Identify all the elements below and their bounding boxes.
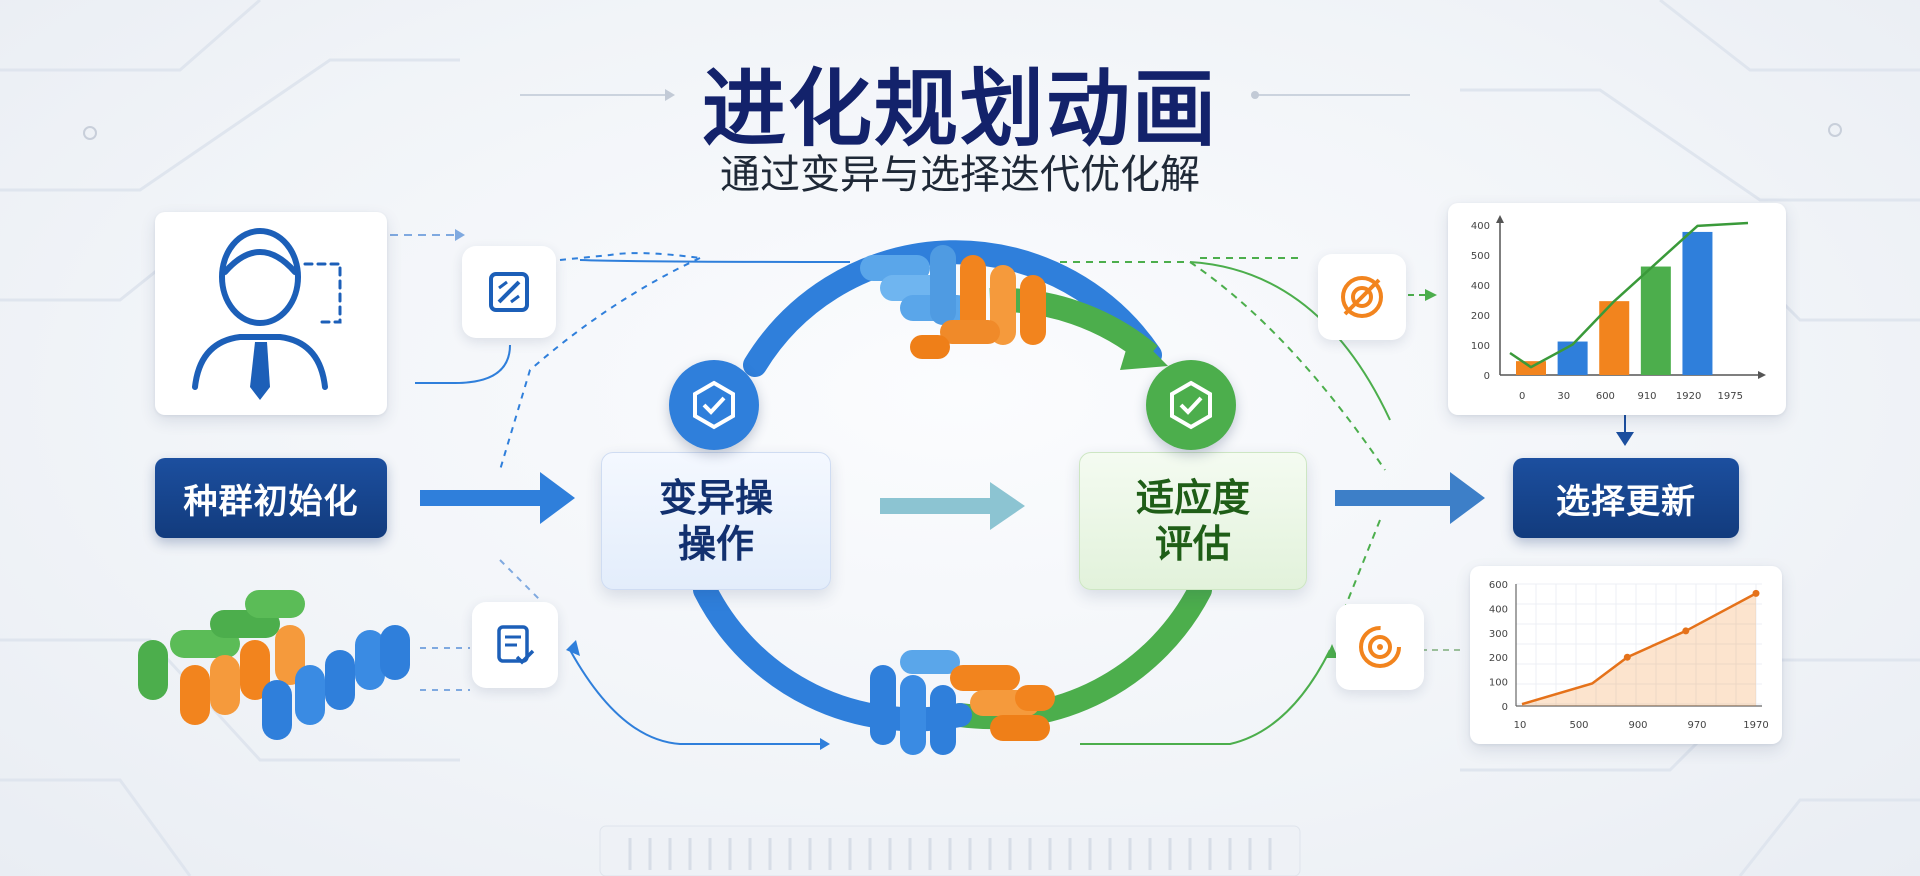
y-tick-label: 600 [1489, 580, 1508, 591]
y-tick-label: 400 [1489, 604, 1508, 615]
y-tick-label: 0 [1502, 702, 1508, 713]
x-tick-label: 1975 [1717, 391, 1742, 402]
bar [1640, 266, 1671, 375]
bar-chart: 0 100 200 400 500 400 0 30 600 910 1920 1975 [1471, 215, 1766, 402]
x-tick-label: 600 [1596, 391, 1615, 402]
user-card [155, 212, 387, 415]
mutation-badge [669, 360, 759, 450]
checklist-icon [497, 625, 535, 665]
mutation-label-line1: 变异操 [658, 476, 773, 520]
page-subtitle: 通过变异与选择迭代优化解 [720, 152, 1200, 198]
x-tick-label: 1970 [1743, 720, 1768, 731]
x-tick-label: 910 [1637, 391, 1656, 402]
fitness-stage[interactable]: 适应度评估 [1079, 452, 1307, 590]
bar-chart-card: 0 100 200 400 500 400 0 30 600 910 1920 1975 [1448, 203, 1786, 415]
x-tick-label: 500 [1569, 720, 1588, 731]
x-tick-label: 0 [1519, 391, 1525, 402]
page-title: 进化规划动画 [701, 60, 1218, 158]
selection-stage-button[interactable]: 选择更新 [1513, 458, 1739, 538]
y-tick-label: 300 [1489, 629, 1508, 640]
x-tick-label: 1920 [1676, 391, 1701, 402]
x-tick-label: 970 [1687, 720, 1706, 731]
data-point [1623, 653, 1631, 661]
target-tile-top[interactable] [1318, 254, 1406, 340]
gene-cluster-left [138, 590, 410, 740]
y-tick-label: 100 [1471, 341, 1490, 352]
x-tick-label: 30 [1557, 391, 1570, 402]
data-point [1752, 589, 1760, 597]
bar [1599, 301, 1630, 375]
y-tick-label: 200 [1471, 311, 1490, 322]
line-chart: 0 100 200 300 400 600 10 500 900 970 1970 [1489, 580, 1769, 731]
y-tick-label: 500 [1471, 251, 1490, 262]
target-icon [1341, 276, 1383, 318]
x-tick-label: 10 [1514, 720, 1527, 731]
shield-check-icon [693, 380, 735, 430]
edit-tile[interactable] [462, 246, 556, 338]
y-axis-arrow [1496, 215, 1504, 223]
fitness-badge [1146, 360, 1236, 450]
user-icon [192, 228, 342, 400]
gene-cluster-bottom [870, 650, 1055, 755]
bar [1682, 231, 1713, 375]
y-tick-label: 400 [1471, 281, 1490, 292]
shield-check-icon [1170, 380, 1212, 430]
init-stage-button[interactable]: 种群初始化 [155, 458, 387, 538]
trend-line [1509, 221, 1749, 369]
x-tick-label: 900 [1628, 720, 1647, 731]
gene-cluster-top [860, 245, 1046, 359]
y-tick-label: 0 [1484, 371, 1490, 382]
target-icon [1359, 626, 1401, 668]
y-tick-label: 100 [1489, 678, 1508, 689]
checklist-tile[interactable] [472, 602, 558, 688]
fitness-label-line1: 适应度 [1135, 476, 1250, 520]
data-point [1682, 627, 1690, 635]
area-fill [1522, 593, 1756, 706]
mutation-label-line2: 操作 [677, 522, 754, 566]
fitness-label-line2: 评估 [1154, 522, 1231, 566]
edit-icon [489, 272, 529, 312]
target-tile-bottom[interactable] [1336, 604, 1424, 690]
y-tick-label: 400 [1471, 221, 1490, 232]
x-axis-arrow [1758, 371, 1766, 379]
mutation-stage[interactable]: 变异操操作 [601, 452, 831, 590]
bar [1557, 341, 1588, 375]
y-tick-label: 200 [1489, 653, 1508, 664]
line-chart-card: 0 100 200 300 400 600 10 500 900 970 1970 [1470, 566, 1782, 744]
